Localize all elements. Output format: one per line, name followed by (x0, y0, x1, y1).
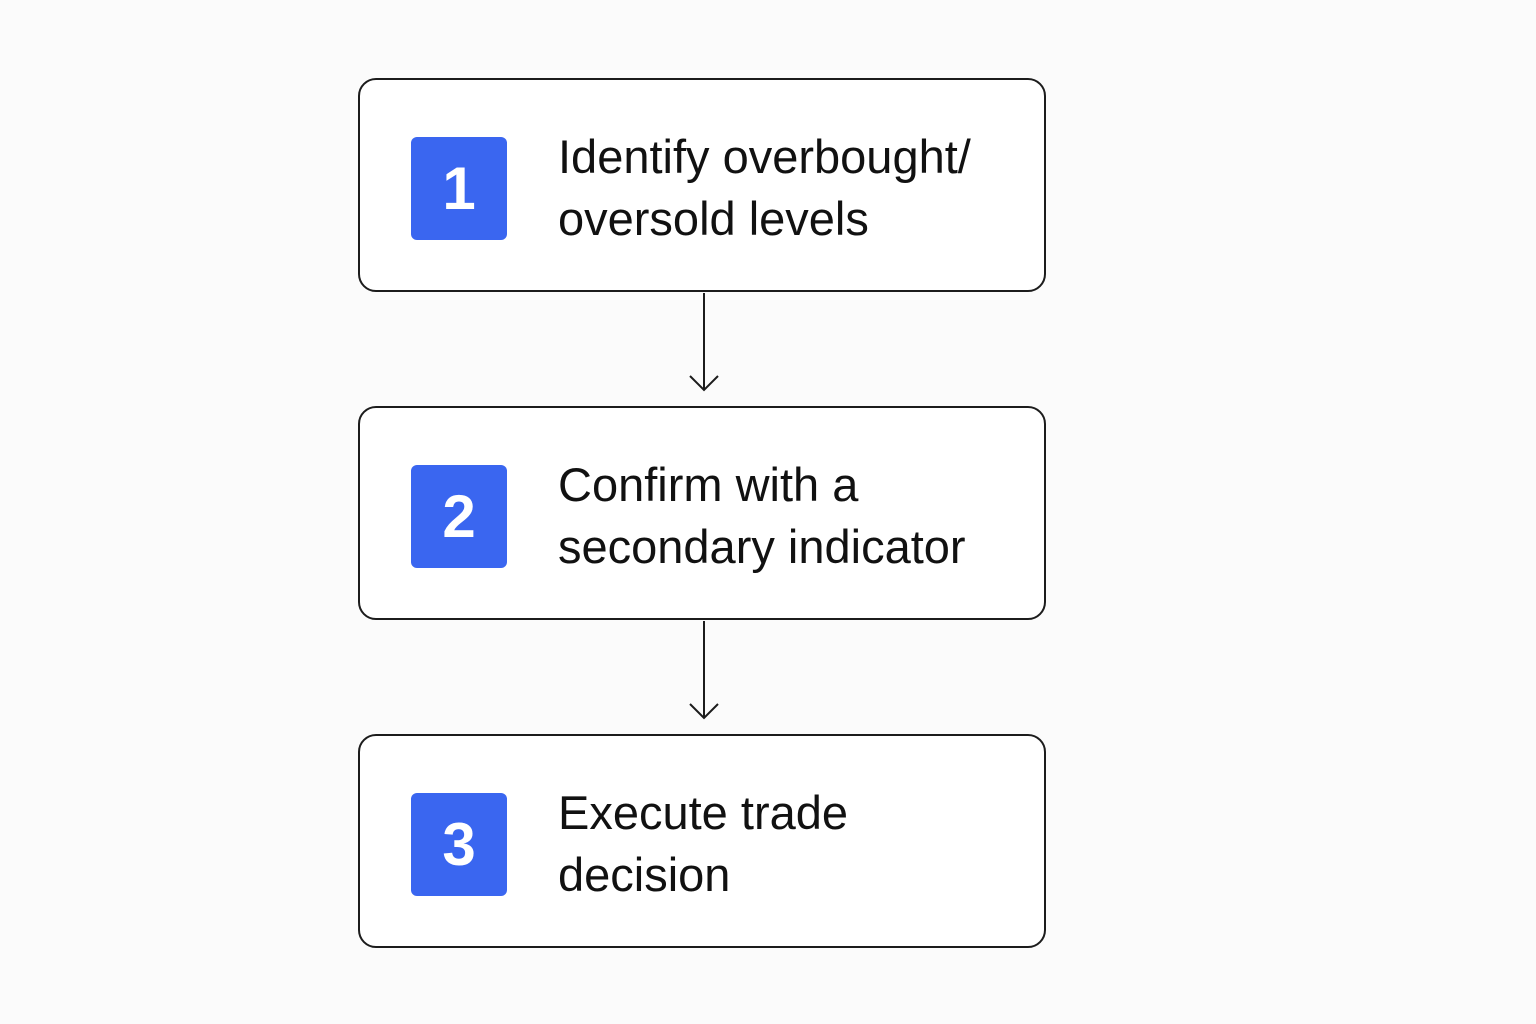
step-3-label-line-1: Execute trade (558, 786, 849, 839)
step-2-label: Confirm with a secondary indicator (558, 454, 1028, 578)
step-3-box: 3 Execute trade decision (358, 734, 1046, 948)
step-1-badge: 1 (411, 137, 507, 240)
step-1-label-line-1: Identify overbought/ (558, 130, 971, 183)
step-3-label-line-2: decision (558, 848, 731, 901)
step-1-box: 1 Identify overbought/ oversold levels (358, 78, 1046, 292)
step-2-box: 2 Confirm with a secondary indicator (358, 406, 1046, 620)
step-2-label-line-1: Confirm with a (558, 458, 859, 511)
step-2-badge: 2 (411, 465, 507, 568)
step-3-badge: 3 (411, 793, 507, 896)
step-3-label: Execute trade decision (558, 782, 1028, 906)
arrow-down-icon (689, 621, 719, 720)
step-2-label-line-2: secondary indicator (558, 520, 966, 573)
arrow-down-icon (689, 293, 719, 392)
step-1-label-line-2: oversold levels (558, 192, 869, 245)
step-1-label: Identify overbought/ oversold levels (558, 126, 1028, 250)
